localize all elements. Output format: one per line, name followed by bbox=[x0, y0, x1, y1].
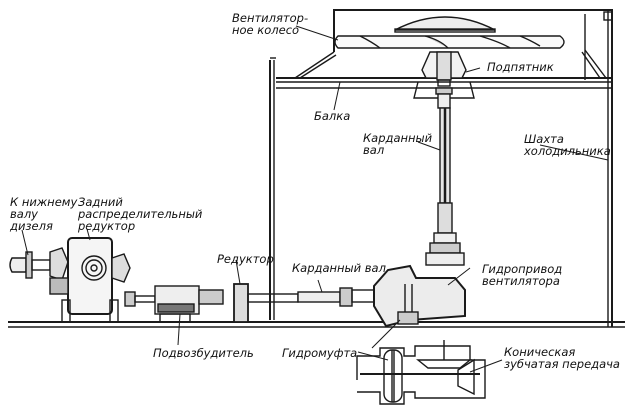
rear-distribution-gearbox bbox=[49, 237, 131, 323]
label-fan-hydrodrive: Гидропривод вентилятора bbox=[482, 262, 563, 288]
fan-wheel bbox=[334, 16, 565, 49]
label-to-diesel: К нижнему валу дизеля bbox=[10, 195, 78, 233]
label-fluid-coupling: Гидромуфта bbox=[282, 346, 358, 360]
label-bevel-gear: Коническая зубчатая передача bbox=[504, 345, 620, 371]
cooler-shaft-frame bbox=[269, 9, 613, 327]
label-reducer: Редуктор bbox=[217, 252, 274, 266]
fan-hydrodrive bbox=[373, 264, 466, 328]
label-cooler-shaft: Шахта холодильника bbox=[524, 132, 611, 158]
thrust-bearing bbox=[413, 51, 475, 109]
label-beam: Балка bbox=[314, 109, 351, 123]
label-thrust-bearing: Подпятник bbox=[487, 60, 554, 74]
exciter bbox=[124, 285, 224, 323]
label-fan-wheel: Вентилятор- ное колесо bbox=[232, 11, 309, 37]
floor bbox=[8, 321, 625, 328]
label-horizontal-cardan-shaft: Карданный вал bbox=[292, 261, 386, 275]
vertical-cardan-shaft bbox=[425, 107, 465, 266]
label-rear-gearbox: Задний распределительный редуктор bbox=[78, 195, 203, 233]
label-vertical-cardan-shaft: Карданный вал bbox=[363, 131, 433, 157]
reducer bbox=[233, 283, 299, 323]
schematic-inset bbox=[356, 340, 486, 405]
horizontal-cardan-shaft bbox=[297, 287, 375, 307]
leader-lines bbox=[21, 25, 609, 373]
diesel-shaft-end bbox=[9, 247, 69, 281]
label-exciter: Подвозбудитель bbox=[153, 346, 254, 360]
